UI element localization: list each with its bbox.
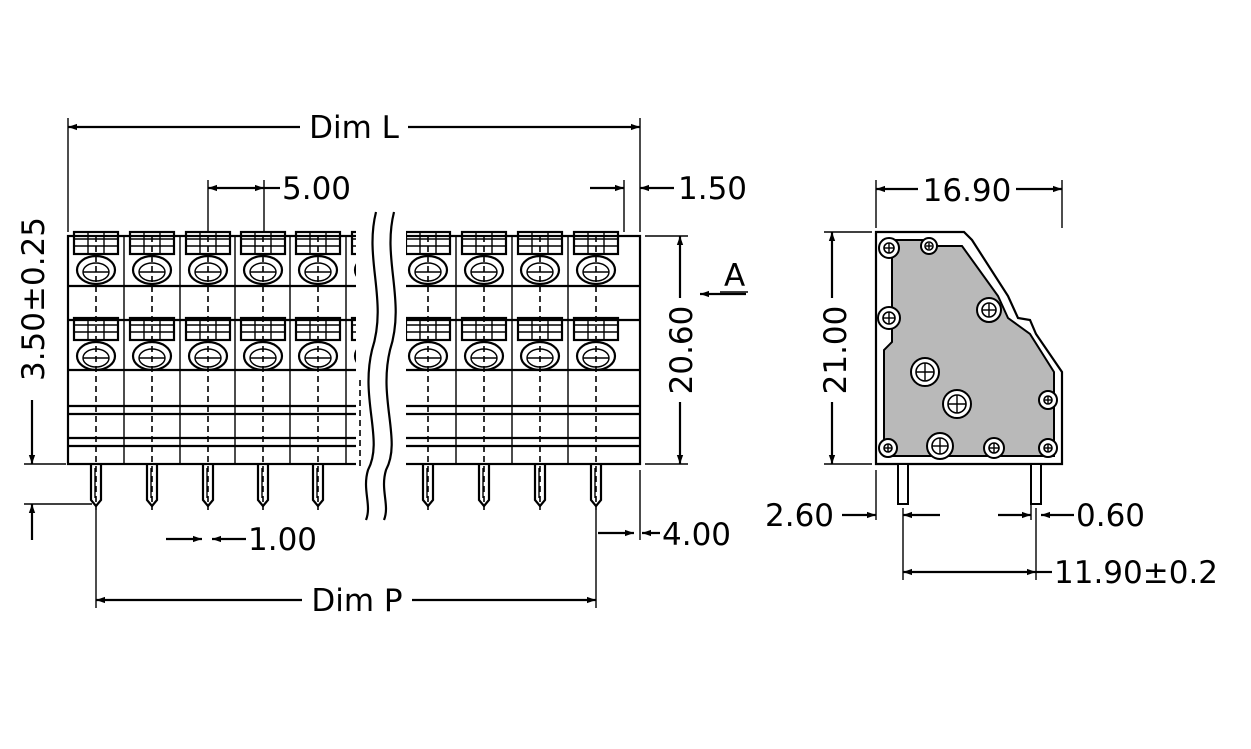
body-height-label: 20.60 xyxy=(664,306,700,395)
break-lines xyxy=(356,211,406,521)
clamp-latch xyxy=(294,230,342,256)
front-dimension-lines xyxy=(28,123,746,604)
end-offset-label: 1.50 xyxy=(678,171,747,207)
solder-pin xyxy=(89,464,103,508)
side-screw-holes xyxy=(877,237,1058,460)
screw-hole xyxy=(926,432,954,460)
solder-pin xyxy=(477,464,491,508)
solder-pin xyxy=(201,464,215,508)
solder-pin xyxy=(145,464,159,508)
side-pin-right xyxy=(1030,463,1042,505)
side-left-offset-label: 2.60 xyxy=(765,498,834,534)
clamp-latch xyxy=(128,230,176,256)
side-pin-label: 0.60 xyxy=(1076,498,1145,534)
side-view: 16.90 21.00 2.60 0.60 11.90±0.2 xyxy=(765,173,1218,591)
pin-length-label: 4.00 xyxy=(662,517,731,553)
solder-pin xyxy=(533,464,547,508)
side-housing xyxy=(882,239,1055,457)
screw-hole xyxy=(1038,438,1058,458)
side-height-label: 21.00 xyxy=(818,306,854,395)
terminal-position xyxy=(567,230,620,510)
screw-hole xyxy=(1038,390,1058,410)
pitch-label: 5.00 xyxy=(282,171,351,207)
terminal-position xyxy=(72,230,120,510)
pin-width-label: 1.00 xyxy=(248,522,317,558)
terminal-position xyxy=(289,230,342,510)
side-width-label: 16.90 xyxy=(923,173,1012,209)
clamp-latch xyxy=(516,230,564,256)
terminal-position xyxy=(123,230,176,510)
clamp-latch xyxy=(239,230,287,256)
screw-hole xyxy=(878,237,900,259)
side-pin-left xyxy=(897,463,909,505)
screw-hole xyxy=(983,437,1005,459)
solder-pin xyxy=(311,464,325,508)
side-outer-profile xyxy=(874,230,1064,466)
front-body-outline xyxy=(66,234,642,466)
front-view: Dim L 5.00 1.50 3.50±0.25 20.60 A 1.00 4… xyxy=(16,110,748,619)
height-tolerance-label: 3.50±0.25 xyxy=(16,217,52,381)
clamp-latch xyxy=(460,230,508,256)
view-a-label: A xyxy=(724,258,745,294)
screw-hole xyxy=(920,237,938,255)
screw-hole xyxy=(910,357,940,387)
solder-pin xyxy=(421,464,435,508)
solder-pin xyxy=(589,464,603,508)
solder-pin xyxy=(256,464,270,508)
screw-hole xyxy=(878,438,898,458)
dim-l-label: Dim L xyxy=(309,110,400,146)
screw-hole xyxy=(942,389,972,419)
dim-p-label: Dim P xyxy=(311,583,402,619)
screw-hole xyxy=(877,306,901,330)
clamp-latch xyxy=(72,230,120,256)
terminal-position xyxy=(455,230,508,510)
clamp-latch xyxy=(572,230,620,256)
screw-hole-inner xyxy=(924,241,934,251)
terminal-position xyxy=(234,230,287,510)
terminal-position xyxy=(511,230,564,510)
side-pin-spacing-label: 11.90±0.2 xyxy=(1054,555,1218,591)
side-dimension-lines xyxy=(828,185,1074,576)
terminal-position xyxy=(179,230,232,510)
screw-hole xyxy=(976,297,1002,323)
